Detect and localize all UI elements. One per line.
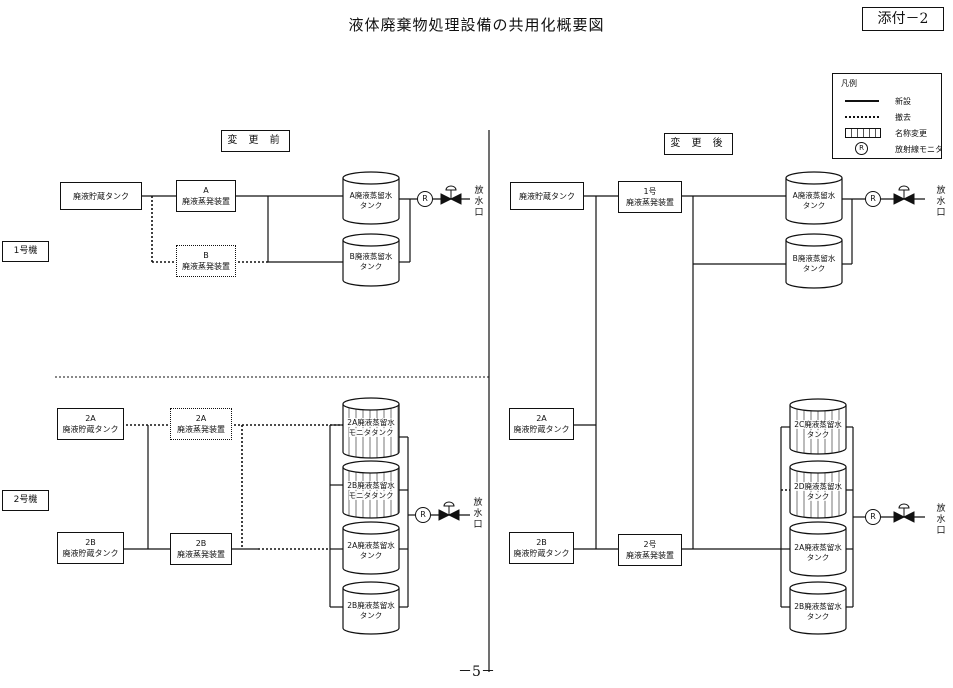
attachment-label: 添付－2 (862, 7, 944, 31)
before-unit1-piping (140, 195, 470, 263)
before-storage-tank: 廃液貯蔵タンク (60, 182, 142, 210)
before-tank-2a-label: 2A廃液蒸留水タンク (347, 541, 395, 560)
valve-icon-after-1 (893, 185, 915, 205)
after-piping (572, 195, 925, 608)
radiation-monitor-icon: R (415, 507, 431, 523)
dotted-line-icon (845, 116, 879, 118)
radiation-monitor-icon: R (417, 191, 433, 207)
tank-after-B (785, 233, 843, 289)
tank-after-2C (789, 398, 847, 455)
tank-before-2B (342, 581, 400, 635)
after-tank-b-label: B廃液蒸留水タンク (792, 254, 836, 273)
page-number: －5－ (458, 664, 495, 680)
unit1-label: 1号機 (2, 241, 49, 262)
outlet-label: 放水口 (936, 504, 946, 536)
before-tank-2b-monitor-label: 2B廃液蒸留水モニタタンク (347, 481, 395, 500)
valve-icon-after-2 (893, 503, 915, 523)
before-tank-a-label: A廃液蒸留水タンク (349, 191, 393, 210)
before-unit2-piping (122, 424, 470, 608)
outlet-label: 放水口 (936, 186, 946, 218)
tank-before-A (342, 171, 400, 225)
before-tank-2b-label: 2B廃液蒸留水タンク (347, 601, 395, 620)
legend-item-removed: 撤去 (843, 112, 938, 122)
radiation-monitor-icon: R (865, 509, 881, 525)
after-tank-2c-label: 2C廃液蒸留水タンク (794, 420, 842, 439)
legend-title: 凡例 (841, 79, 857, 88)
radiation-monitor-icon: R (855, 142, 868, 155)
legend-item-monitor: R 放射線モニタ (843, 142, 943, 155)
valve-icon-before-u1 (440, 185, 462, 205)
after-evaporator-1: 1号廃液蒸発装置 (618, 181, 682, 213)
tank-after-A (785, 171, 843, 225)
tank-after-2B (789, 581, 847, 635)
hatched-box-icon (845, 128, 881, 138)
legend-item-new: 新設 (843, 96, 938, 106)
page-title: 液体廃棄物処理設備の共用化概要図 (348, 16, 605, 34)
section-after: 変 更 後 (664, 133, 733, 155)
solid-line-icon (845, 100, 879, 102)
after-tank-2d-label: 2D廃液蒸留水タンク (793, 482, 843, 501)
legend-item-renamed: 名称変更 (843, 128, 938, 138)
legend: 凡例 新設 撤去 名称変更 R 放射線モニタ (832, 73, 943, 159)
tank-before-B (342, 233, 400, 287)
radiation-monitor-icon: R (865, 191, 881, 207)
before-tank-b-label: B廃液蒸留水タンク (349, 252, 393, 271)
after-tank-2b-label: 2B廃液蒸留水タンク (794, 602, 842, 621)
outlet-label: 放水口 (474, 186, 484, 218)
after-evaporator-2: 2号廃液蒸発装置 (618, 534, 682, 566)
section-before: 変 更 前 (221, 130, 290, 152)
unit2-label: 2号機 (2, 490, 49, 511)
after-storage-tank: 廃液貯蔵タンク (510, 182, 584, 210)
outlet-label: 放水口 (473, 498, 483, 530)
before-tank-2a-monitor-label: 2A廃液蒸留水モニタタンク (347, 418, 395, 437)
tank-before-2A (342, 521, 400, 575)
tank-after-2A (789, 521, 847, 577)
after-tank-a-label: A廃液蒸留水タンク (792, 191, 836, 210)
valve-icon-before-u2 (438, 501, 460, 521)
after-tank-2a-label: 2A廃液蒸留水タンク (794, 543, 842, 562)
